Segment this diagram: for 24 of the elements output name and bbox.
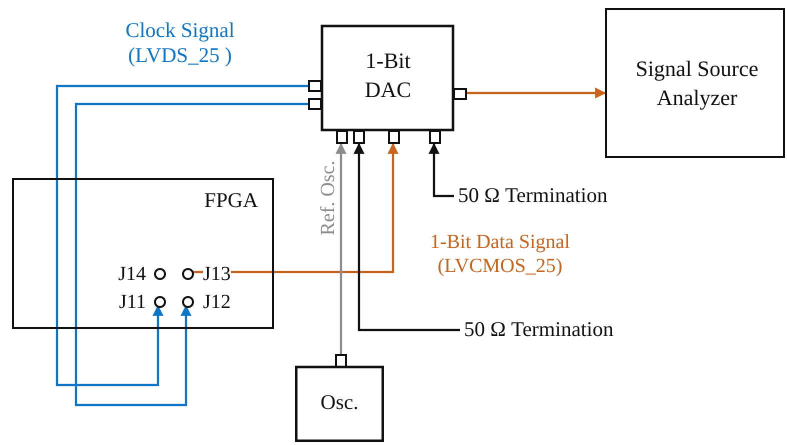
- termination-label: 50 Ω Termination: [458, 183, 608, 208]
- block-label: Osc.: [320, 390, 360, 416]
- termination-label: 50 Ω Termination: [464, 317, 614, 342]
- connector-pin: [154, 296, 166, 308]
- connector-arrow: [56, 84, 308, 386]
- block-label: Signal Source Analyzer: [634, 55, 760, 112]
- dac-block: [308, 25, 467, 144]
- block-label: 1-Bit DAC: [364, 47, 412, 104]
- connector-pin: [182, 268, 194, 280]
- connector-arrow: [354, 142, 460, 332]
- block-title: FPGA: [204, 188, 258, 214]
- fpga-board: [12, 178, 274, 329]
- connector-arrow: [74, 102, 308, 406]
- connector-arrow: [467, 88, 606, 98]
- analyzer-block: [605, 8, 785, 158]
- connector-arrow: [428, 142, 454, 198]
- connector-pin: [154, 268, 166, 280]
- connector-arrow: [192, 142, 398, 274]
- edge-label: 1-Bit Data Signal (LVCMOS_25): [429, 230, 571, 278]
- connector-pin: [182, 296, 194, 308]
- edge-label: Ref. Osc.: [316, 160, 340, 238]
- signal-label: Clock Signal (LVDS_25 ): [124, 18, 236, 68]
- oscillator-block: [295, 354, 384, 442]
- connector-arrow: [336, 142, 346, 354]
